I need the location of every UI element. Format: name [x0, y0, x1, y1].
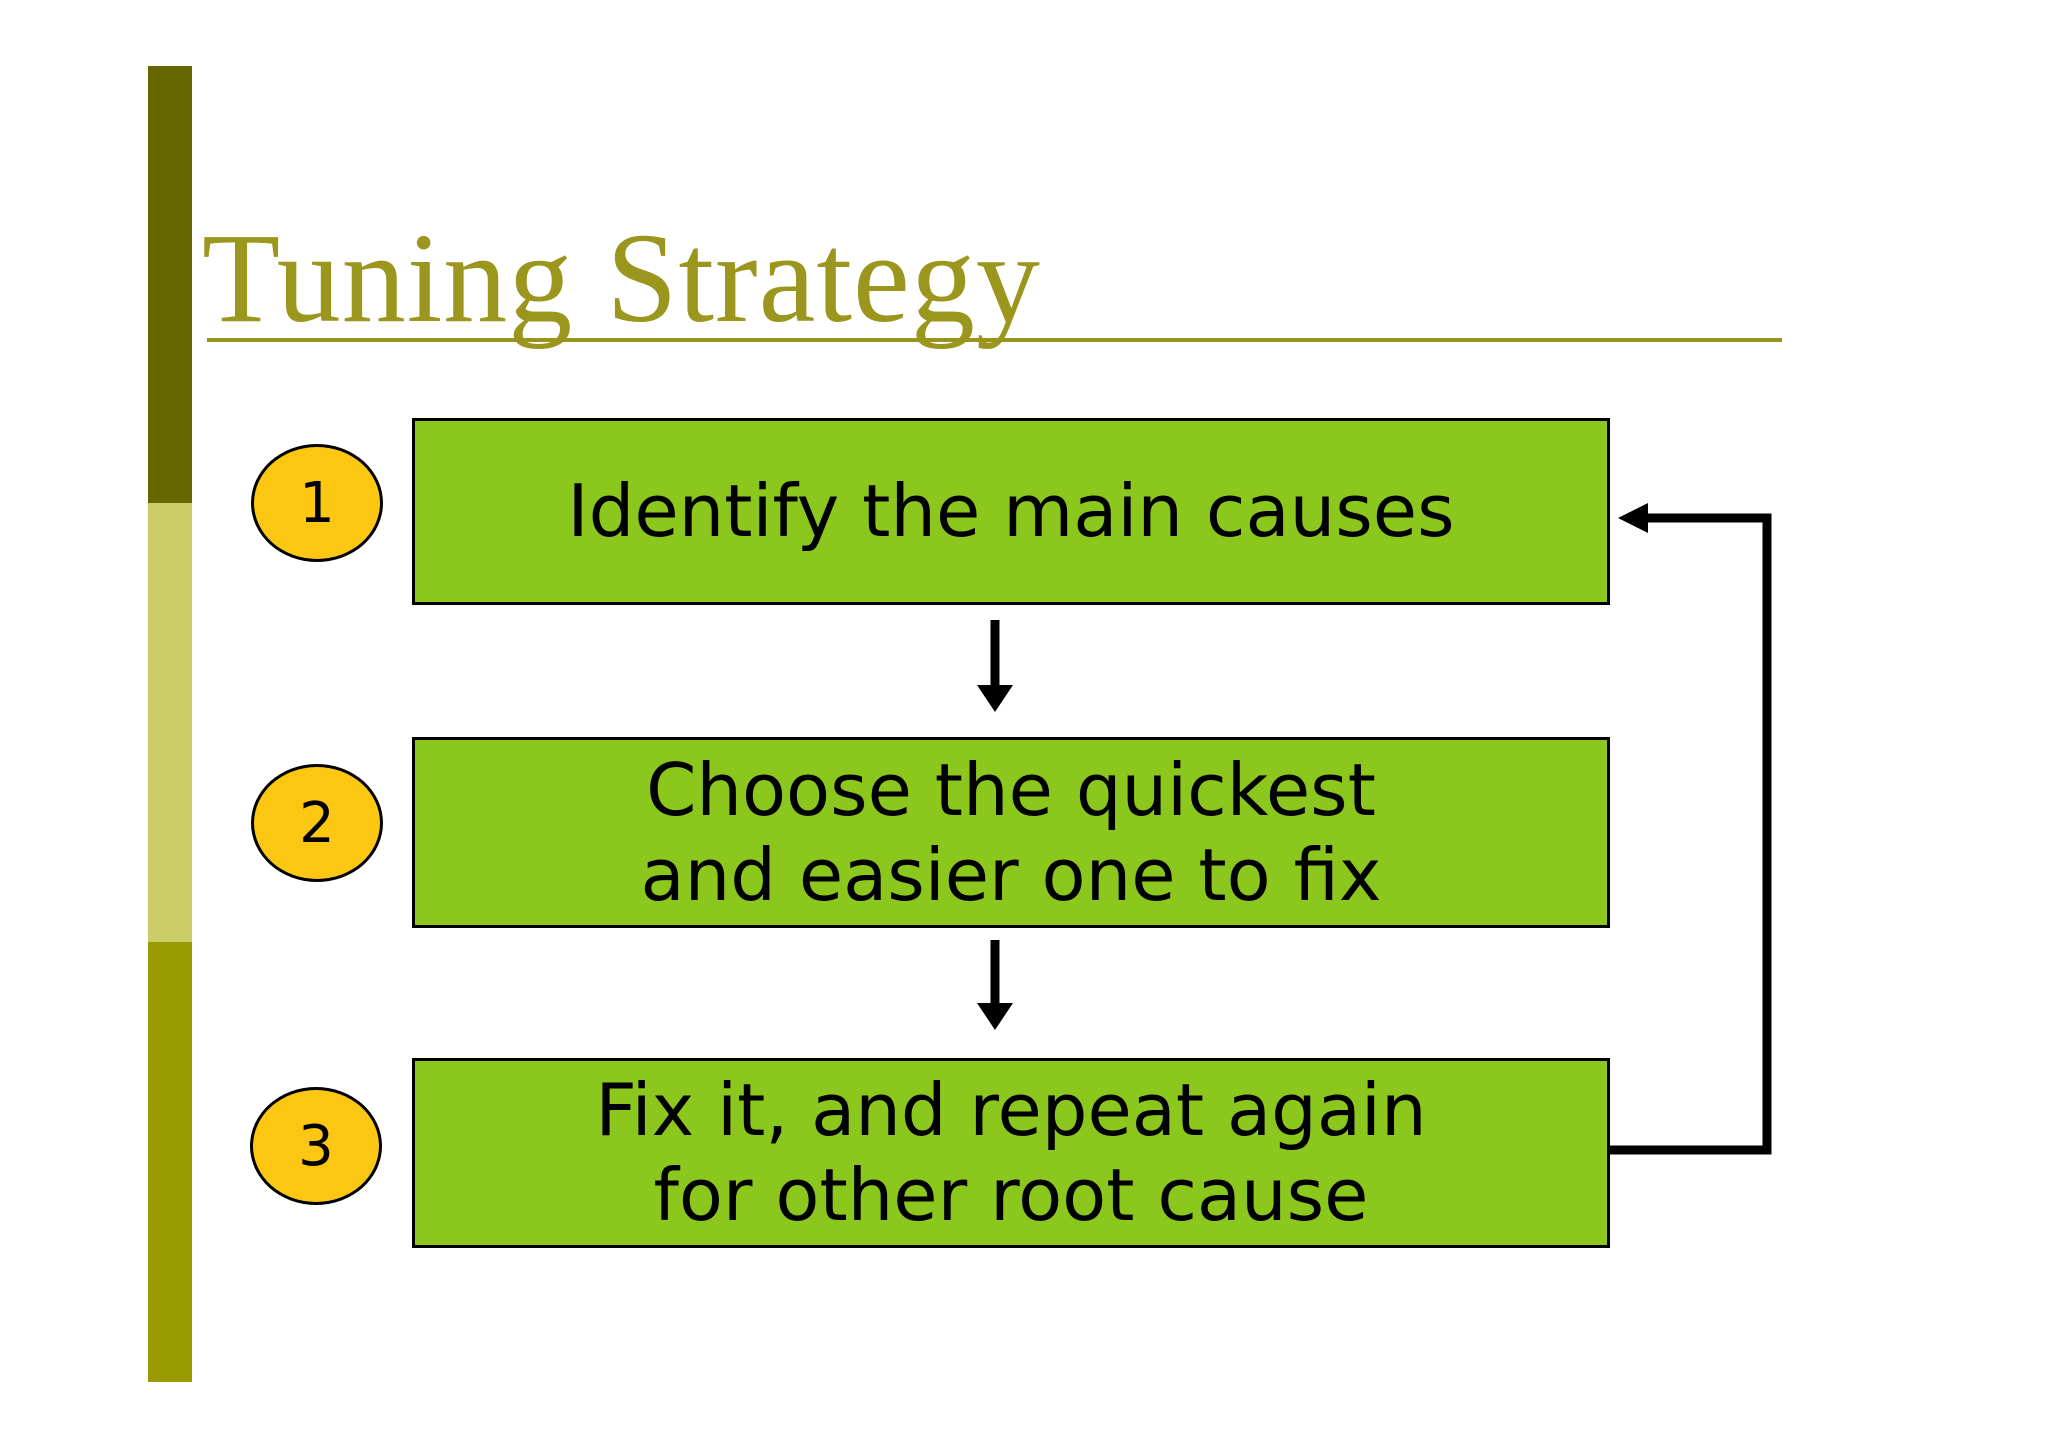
sidebar-accent-bar: [148, 66, 192, 1382]
step-2-badge: 2: [251, 764, 383, 882]
step-1-badge: 1: [251, 444, 383, 562]
down-arrow-1-icon: [977, 620, 1013, 712]
sidebar-segment-dark: [148, 66, 192, 503]
step-1-number: 1: [299, 470, 335, 536]
loop-back-arrow-icon: [1610, 503, 1772, 1155]
step-3-label-line-2: for other root cause: [653, 1153, 1369, 1237]
step-1-label: Identify the main causes: [567, 469, 1455, 554]
step-3-badge: 3: [250, 1087, 382, 1205]
step-3-label-line-1: Fix it, and repeat again: [595, 1068, 1427, 1153]
step-1-box: Identify the main causes: [412, 418, 1610, 605]
sidebar-segment-light: [148, 503, 192, 942]
sidebar-segment-olive: [148, 942, 192, 1382]
slide-title: Tuning Strategy: [202, 207, 1041, 349]
title-underline: [207, 338, 1782, 342]
step-2-label-line-1: Choose the quickest: [646, 747, 1376, 832]
step-2-label-line-2: and easier one to fix: [640, 832, 1382, 917]
step-2-box: Choose the quickest and easier one to fi…: [412, 737, 1610, 928]
down-arrow-2-icon: [977, 940, 1013, 1030]
step-2-number: 2: [299, 790, 335, 856]
step-3-number: 3: [298, 1113, 334, 1179]
step-3-box: Fix it, and repeat again for other root …: [412, 1058, 1610, 1248]
